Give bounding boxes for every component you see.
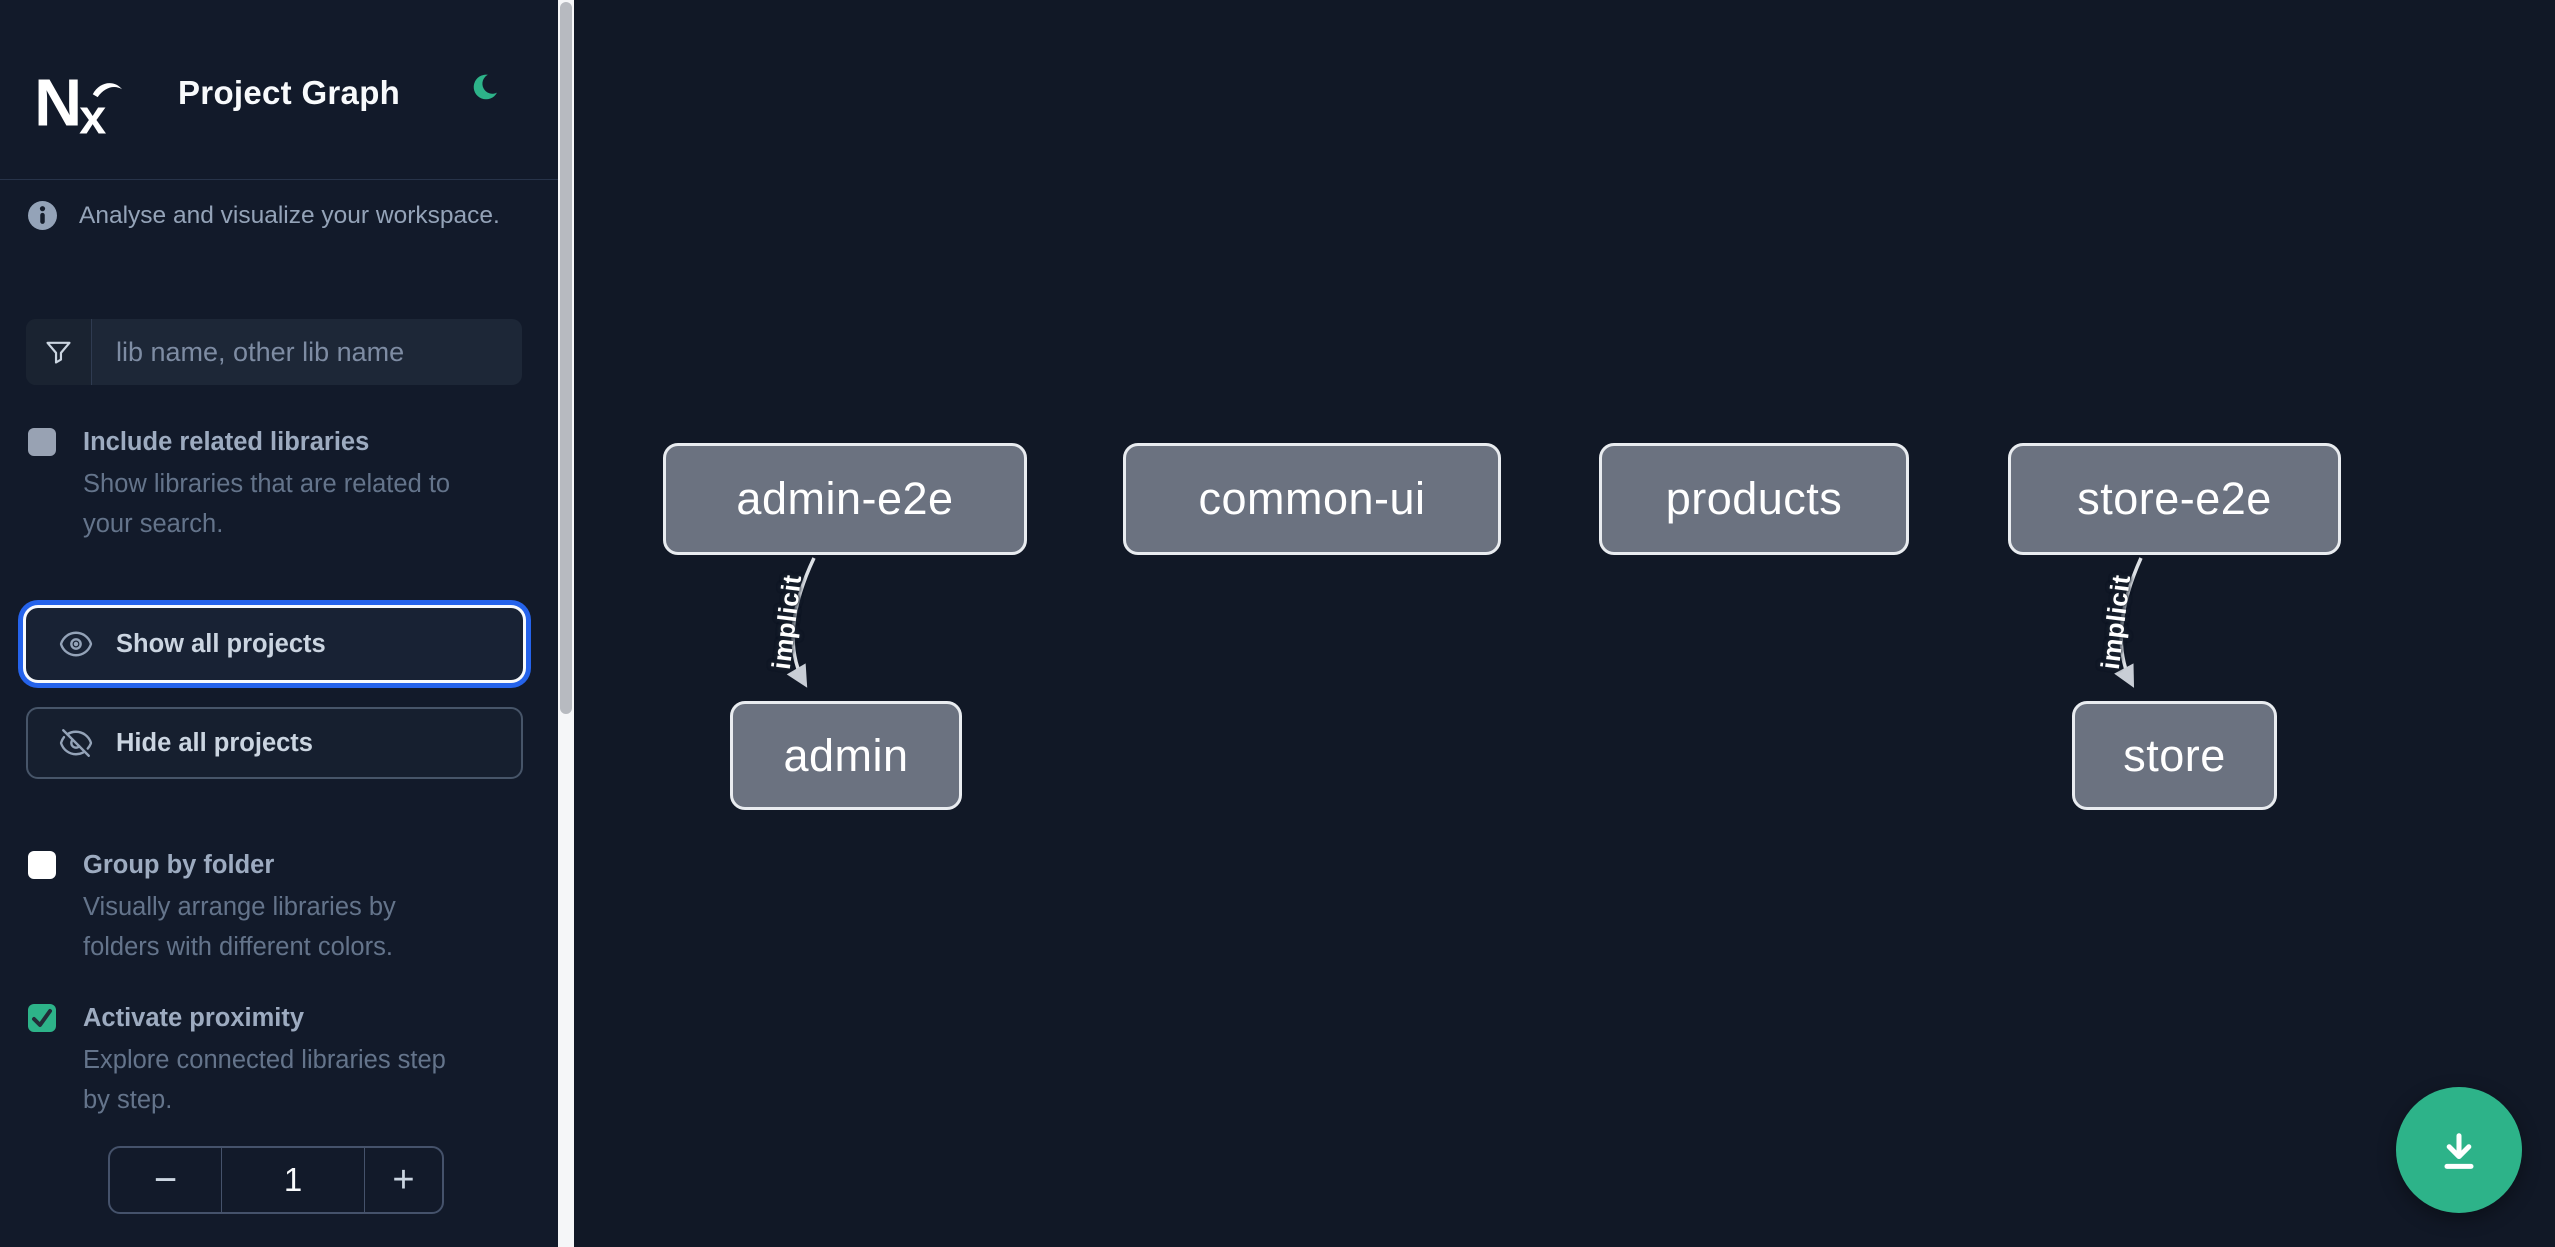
show-all-projects-label: Show all projects: [116, 629, 326, 658]
eye-icon: [59, 631, 93, 657]
graph-node-store-e2e[interactable]: store-e2e: [2008, 443, 2341, 555]
graph-node-products[interactable]: products: [1599, 443, 1909, 555]
graph-edges-layer: [786, 557, 2143, 688]
graph-node-admin[interactable]: admin: [730, 701, 962, 810]
eye-off-icon: [59, 729, 93, 757]
hide-all-projects-button[interactable]: Hide all projects: [26, 707, 523, 779]
include-related-desc-line1: Show libraries that are related to: [83, 470, 451, 498]
sidebar-header: N x Project Graph: [0, 0, 558, 180]
checkmark-icon: [32, 1009, 52, 1027]
stepper-value[interactable]: 1: [222, 1148, 365, 1212]
activate-proximity-description: Explore connected libraries step by step…: [83, 1040, 530, 1120]
moon-icon: [473, 74, 497, 100]
edge-admin-e2e-to-admin[interactable]: [786, 557, 816, 688]
hide-all-projects-label: Hide all projects: [116, 728, 313, 757]
project-graph-canvas[interactable]: admin-e2e common-ui products store-e2e a…: [574, 0, 2555, 1247]
sidebar-scrollbar-thumb[interactable]: [560, 2, 572, 714]
download-icon: [2444, 1133, 2474, 1169]
page-title: Project Graph: [178, 74, 401, 111]
workspace-info: Analyse and visualize your workspace.: [28, 201, 500, 230]
include-related-label: Include related libraries: [83, 428, 370, 456]
svg-text:x: x: [79, 90, 106, 136]
proximity-depth-stepper: − 1 +: [108, 1146, 444, 1214]
filter-funnel-icon: [46, 341, 71, 364]
group-by-folder-label: Group by folder: [83, 851, 275, 879]
include-related-description: Show libraries that are related to your …: [83, 464, 530, 544]
filter-searchbox: [26, 319, 522, 385]
show-all-projects-button[interactable]: Show all projects: [26, 608, 523, 680]
graph-node-common-ui[interactable]: common-ui: [1123, 443, 1501, 555]
group-by-folder-desc-line2: folders with different colors.: [83, 933, 393, 961]
group-by-folder-toggle: Group by folder Visually arrange librari…: [28, 849, 530, 967]
sidebar-scrollbar-track[interactable]: [558, 0, 574, 1247]
workspace-info-text: Analyse and visualize your workspace.: [79, 201, 500, 229]
activate-proximity-toggle: Activate proximity Explore connected lib…: [28, 1002, 530, 1120]
activate-proximity-checkbox[interactable]: [28, 1004, 56, 1032]
nx-logo-icon: N x: [38, 70, 123, 136]
decrement-button[interactable]: −: [110, 1148, 222, 1212]
edge-store-e2e-to-store[interactable]: [2114, 557, 2143, 688]
activate-proximity-desc-line1: Explore connected libraries step: [83, 1046, 446, 1074]
include-related-toggle: Include related libraries Show libraries…: [28, 426, 530, 544]
include-related-desc-line2: your search.: [83, 510, 224, 538]
search-input[interactable]: [92, 319, 522, 385]
increment-button[interactable]: +: [365, 1148, 442, 1212]
activate-proximity-label: Activate proximity: [83, 1004, 305, 1032]
group-by-folder-desc-line1: Visually arrange libraries by: [83, 893, 396, 921]
sidebar: N x Project Graph Analyse and visualize …: [0, 0, 558, 1247]
group-by-folder-checkbox[interactable]: [28, 851, 56, 879]
info-icon: [28, 201, 57, 230]
include-related-checkbox[interactable]: [28, 428, 56, 456]
activate-proximity-desc-line2: by step.: [83, 1086, 173, 1114]
svg-text:N: N: [38, 70, 82, 136]
download-graph-button[interactable]: [2396, 1087, 2522, 1213]
graph-node-store[interactable]: store: [2072, 701, 2277, 810]
filter-icon-cell: [26, 319, 92, 385]
theme-toggle-button[interactable]: [468, 70, 504, 106]
group-by-folder-description: Visually arrange libraries by folders wi…: [83, 887, 530, 967]
graph-node-admin-e2e[interactable]: admin-e2e: [663, 443, 1027, 555]
